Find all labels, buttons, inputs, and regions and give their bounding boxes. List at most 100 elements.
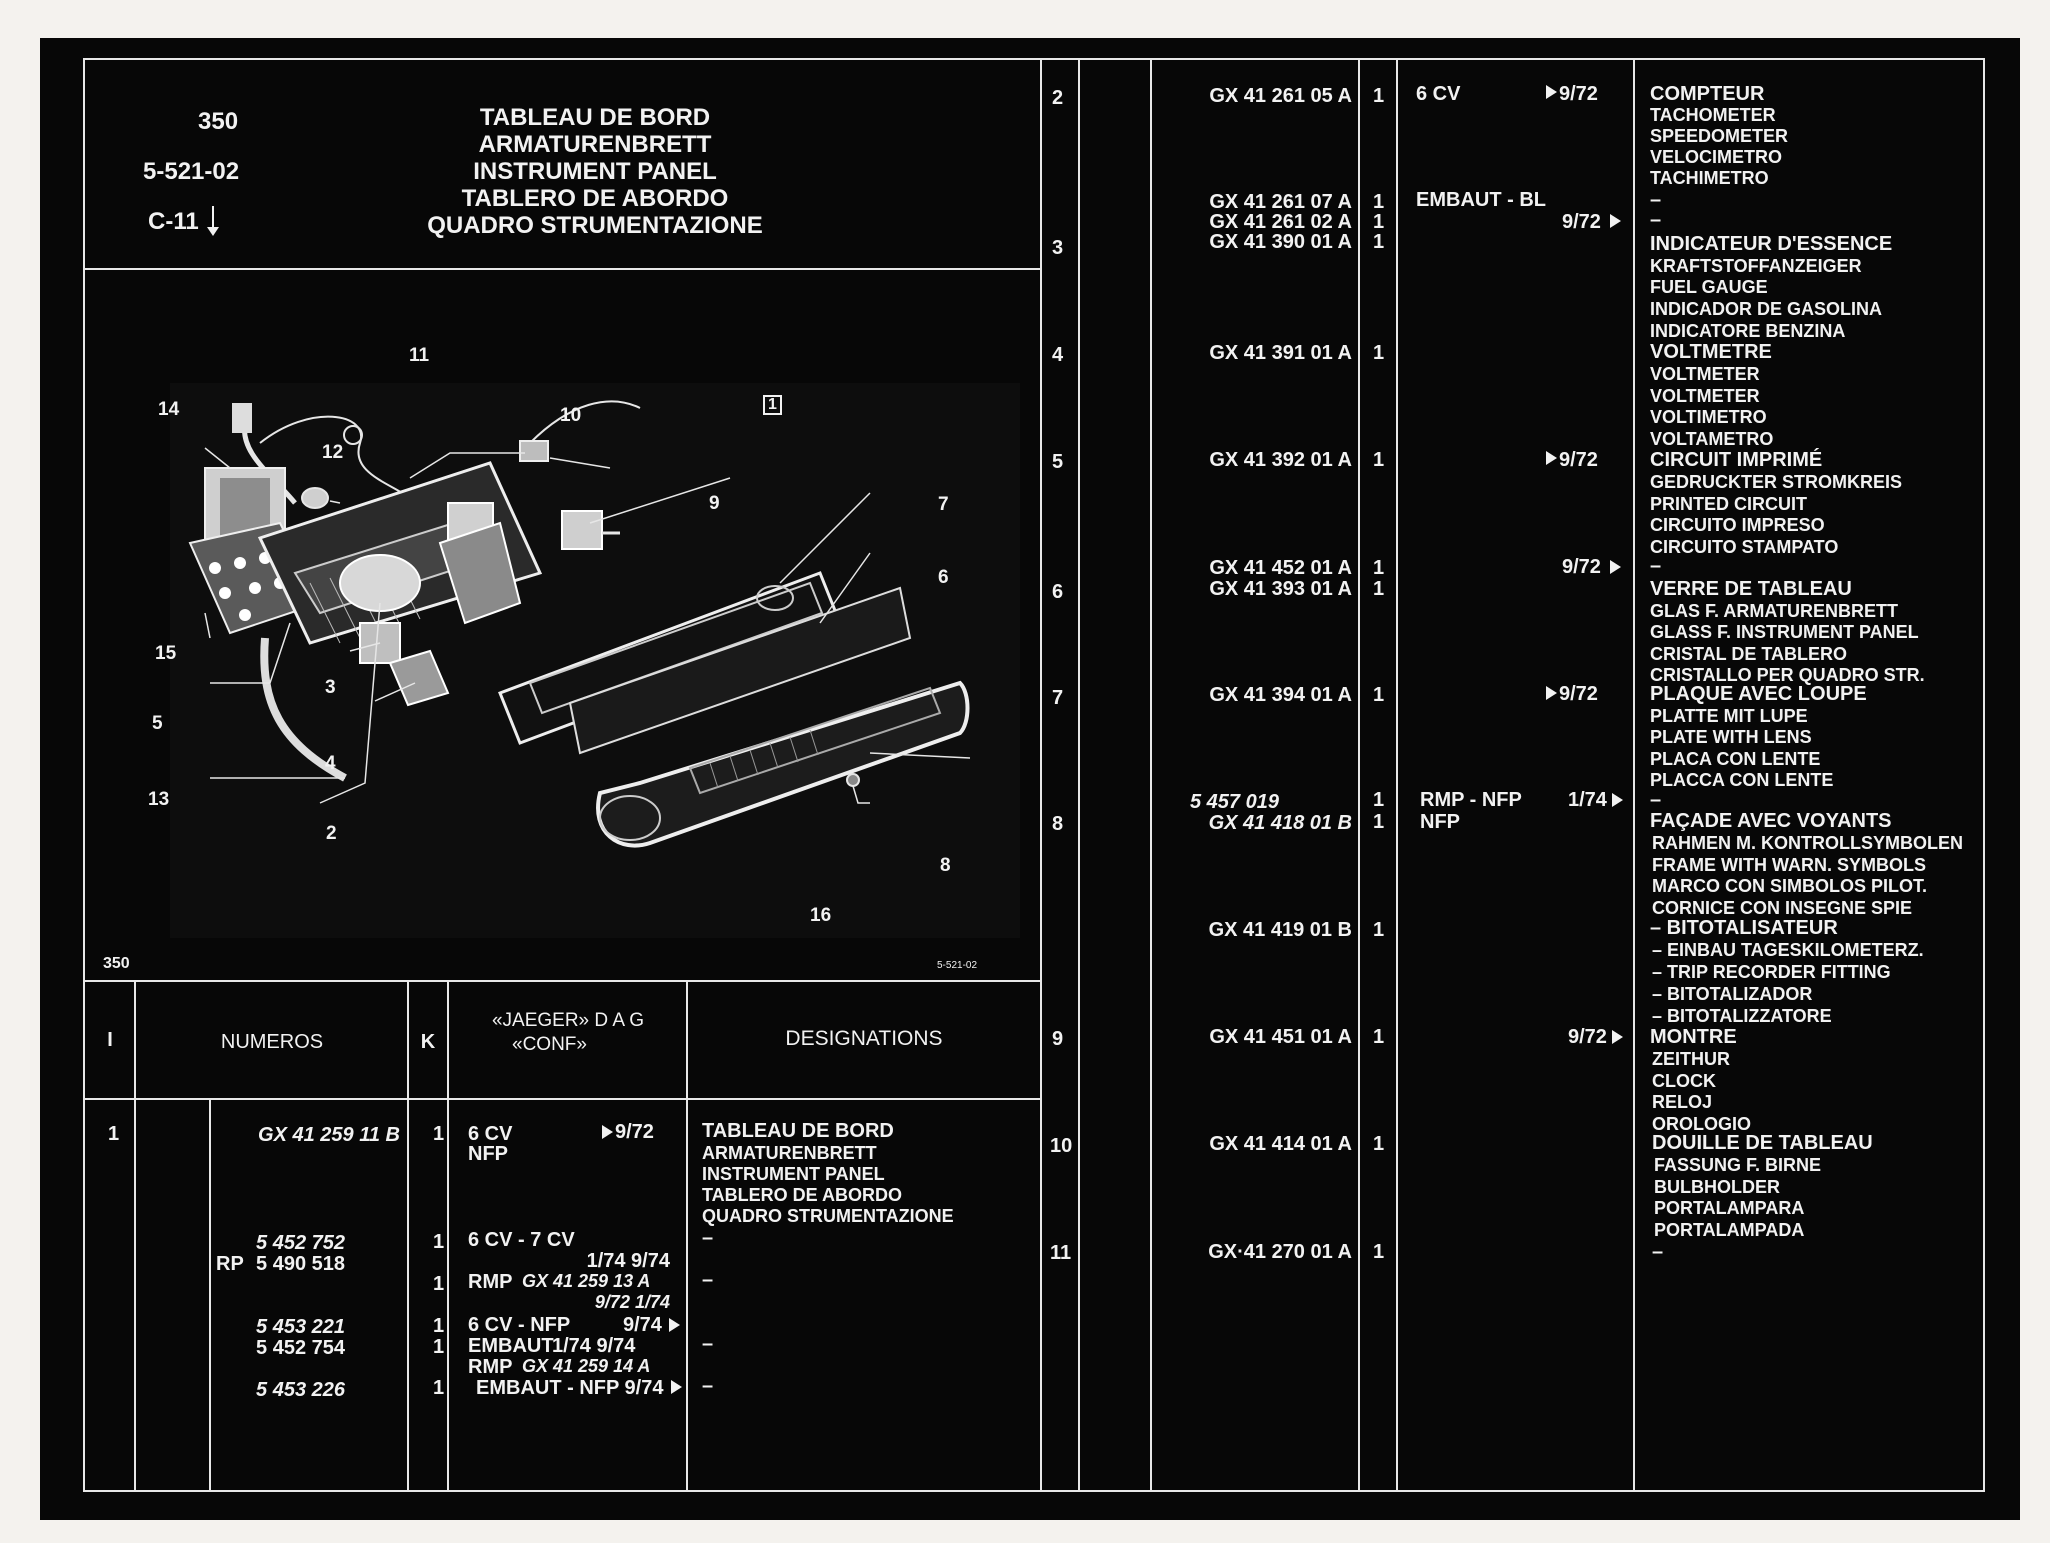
part-number: 5 452 752 (256, 1232, 345, 1254)
date: 1/74 9/74 (552, 1335, 636, 1357)
designation-line: FASSUNG F. BIRNE (1654, 1155, 1822, 1175)
designation-title: PLAQUE AVEC LOUPE (1650, 683, 1867, 705)
designation-line: GEDRUCKTER STROMKREIS (1650, 472, 1903, 492)
designation-line: CLOCK (1652, 1071, 1716, 1091)
part-number: GX 41 392 01 A (1209, 449, 1352, 471)
date: 9/72 (1562, 211, 1601, 233)
quantity: 1 (433, 1123, 445, 1145)
frame-line (1358, 58, 1360, 1492)
quantity: 1 (433, 1231, 445, 1253)
designation-line: VELOCIMETRO (1650, 147, 1783, 167)
item-number: 2 (1052, 87, 1064, 109)
callout-11: 11 (409, 345, 430, 366)
designation-title: INDICATEUR D'ESSENCE (1650, 233, 1893, 255)
condition: RMP (468, 1356, 513, 1378)
date: 9/72 (1559, 449, 1598, 471)
diagram-figure-code: 5-521-02 (937, 960, 978, 971)
part-number: GX 41 414 01 A (1209, 1133, 1352, 1155)
part-number: GX 41 391 01 A (1209, 342, 1352, 364)
designation-dash: – (1652, 1241, 1664, 1263)
frame-line (1396, 58, 1398, 1492)
part-number: GX 41 452 01 A (1209, 557, 1352, 579)
designation-dash: – (702, 1269, 714, 1291)
quantity: 1 (433, 1273, 445, 1295)
designation-title: DOUILLE DE TABLEAU (1652, 1132, 1873, 1154)
designation-line: PLATTE MIT LUPE (1650, 706, 1808, 726)
frame-line (1078, 58, 1080, 1492)
designation-dash: – (1650, 209, 1662, 231)
designation-line: ARMATURENBRETT (702, 1143, 877, 1163)
item-number: 8 (1052, 813, 1064, 835)
title-es: TABLERO DE ABORDO (461, 185, 729, 212)
column-header-conf: «CONF» (512, 1034, 587, 1055)
designation-line: RAHMEN M. KONTROLLSYMBOLEN (1652, 833, 1963, 853)
date: 9/72 (1559, 83, 1598, 105)
designation-line: GLASS F. INSTRUMENT PANEL (1650, 622, 1919, 642)
item-number: 3 (1052, 237, 1064, 259)
part-number: GX 41 261 07 A (1209, 191, 1352, 213)
date: 9/72 (1568, 1026, 1607, 1048)
designation-line: OROLOGIO (1652, 1114, 1751, 1134)
title-it: QUADRO STRUMENTAZIONE (427, 212, 763, 239)
designation-dash: – (702, 1227, 714, 1249)
quantity: 1 (1373, 919, 1385, 941)
reference-code: C-11 (148, 208, 199, 235)
quantity: 1 (1373, 578, 1385, 600)
designation-line: – BITOTALIZZATORE (1652, 1006, 1832, 1026)
callout-6: 6 (938, 567, 949, 588)
arrow-down-icon (207, 206, 219, 236)
frame-line (83, 980, 1042, 982)
callout-15: 15 (155, 643, 177, 664)
item-number: 11 (1050, 1242, 1072, 1264)
quantity: 1 (1373, 684, 1385, 706)
designation-line: CRISTALLO PER QUADRO STR. (1650, 665, 1925, 685)
callout-16: 16 (810, 905, 832, 926)
frame-line (407, 980, 409, 1492)
designation-line: VOLTAMETRO (1650, 429, 1774, 449)
callout-2: 2 (326, 823, 337, 844)
frame-line (1040, 58, 1042, 1492)
quantity: 1 (1373, 811, 1385, 833)
quantity: 1 (1373, 85, 1385, 107)
designation-line: MARCO CON SIMBOLOS PILOT. (1652, 876, 1928, 896)
condition: 6 CV - 7 CV (468, 1229, 575, 1251)
designation-line: VOLTMETER (1650, 364, 1760, 384)
quantity: 1 (1373, 1241, 1385, 1263)
page-number: 350 (198, 108, 239, 135)
quantity: 1 (433, 1336, 445, 1358)
item-number: 10 (1050, 1135, 1073, 1157)
frame-line (83, 1490, 1985, 1492)
designation-line: VOLTIMETRO (1650, 407, 1767, 427)
quantity: 1 (1373, 557, 1385, 579)
part-number: GX 41 393 01 A (1209, 578, 1352, 600)
callout-5: 5 (152, 713, 163, 734)
condition: RMP - NFP (1420, 789, 1522, 811)
date: 9/72 (1562, 556, 1601, 578)
date: 9/74 (623, 1314, 662, 1336)
part-number: 5 490 518 (256, 1253, 345, 1275)
quantity: 1 (1373, 231, 1385, 253)
part-number: GX 41 419 01 B (1208, 919, 1352, 941)
designation-dash: – (702, 1333, 714, 1355)
arrow-right-icon (669, 1318, 680, 1332)
column-header-k: K (420, 1031, 436, 1053)
quantity: 1 (1373, 789, 1385, 811)
designation-line: PRINTED CIRCUIT (1650, 494, 1807, 514)
designation-line: INDICADOR DE GASOLINA (1650, 299, 1883, 319)
part-number: GX 41 394 01 A (1209, 684, 1352, 706)
designation-line: BULBHOLDER (1654, 1177, 1780, 1197)
arrow-right-icon (1546, 451, 1557, 465)
designation-line: FUEL GAUGE (1650, 277, 1768, 297)
arrow-right-icon (1612, 1030, 1623, 1044)
designation-line: ZEITHUR (1652, 1049, 1730, 1069)
frame-line (1633, 58, 1635, 1492)
part-number: GX 41 261 05 A (1209, 85, 1352, 107)
condition: EMBAUT - NFP 9/74 (476, 1377, 664, 1399)
callout-8: 8 (940, 855, 951, 876)
condition: 6 CV - NFP (468, 1314, 571, 1336)
designation-dash: – (1650, 789, 1662, 811)
quantity: 1 (1373, 1026, 1385, 1048)
callout-13: 13 (148, 789, 170, 810)
designation-line: – TRIP RECORDER FITTING (1652, 962, 1891, 982)
quantity: 1 (1373, 1133, 1385, 1155)
